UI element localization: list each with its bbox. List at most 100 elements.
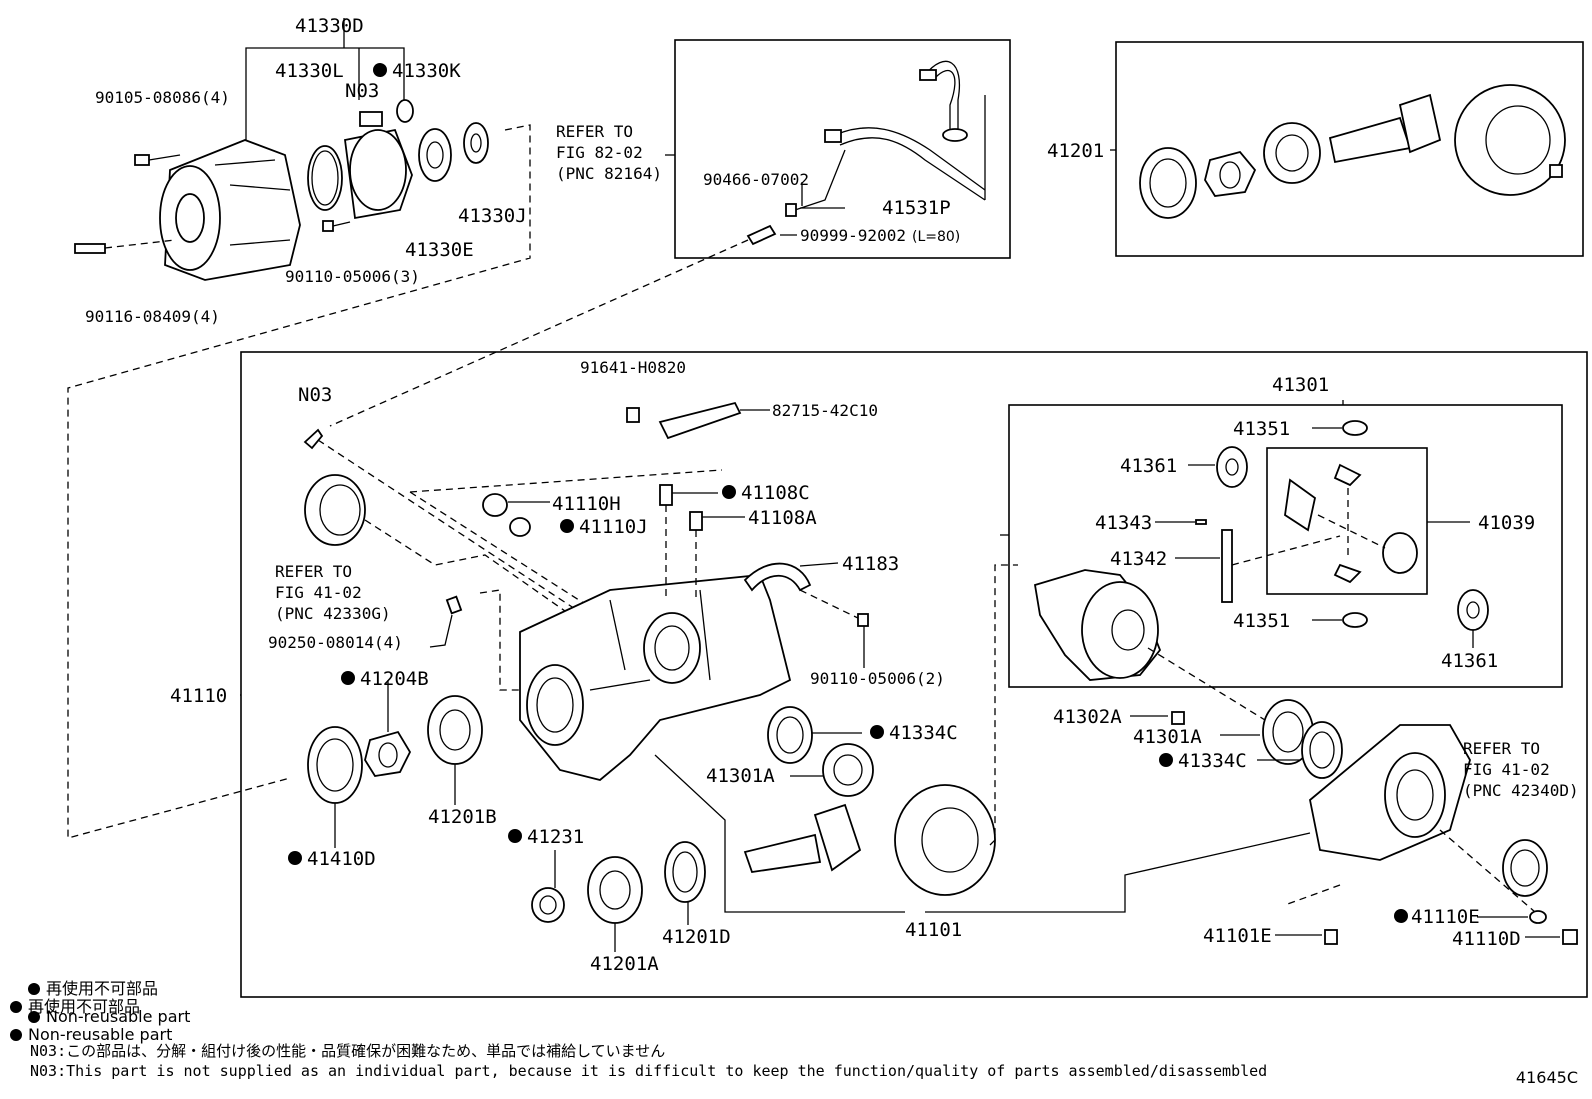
refer-82164-line1: REFER TO	[556, 122, 633, 141]
pinion-41201-frame	[1328, 93, 1442, 164]
differential-cover	[1309, 724, 1471, 861]
label-82715-42c10: 82715-42C10	[772, 401, 878, 420]
label-41301a-a: 41301A	[706, 765, 775, 787]
bolt-41201-frame	[1549, 164, 1563, 178]
label-41110j: 41110J	[579, 516, 648, 538]
bracket-82715	[658, 401, 742, 440]
nut-41201-frame	[1204, 150, 1257, 197]
legend-jp-1: 再使用不可部品	[28, 980, 158, 998]
label-41183: 41183	[842, 553, 899, 575]
ring-gear-41201-frame	[1454, 84, 1566, 196]
refer-42330g-line2: FIG 41-02	[275, 583, 362, 602]
o-ring-41330k	[396, 99, 414, 123]
seal-41330e	[418, 128, 452, 182]
bolt-90105	[134, 154, 181, 166]
stud-90116	[74, 239, 176, 254]
label-41410d: 41410D	[307, 848, 376, 870]
refer-42340d-line2: FIG 41-02	[1463, 760, 1550, 779]
bracket-41330d	[245, 47, 405, 140]
label-n03-b: N03	[298, 384, 332, 406]
dash-hose-to-n03	[329, 239, 749, 427]
label-41351-a: 41351	[1233, 418, 1290, 440]
bearing-41201a	[587, 856, 643, 924]
plug-41108c	[659, 484, 673, 506]
label-41334c-b: 41334C	[1178, 750, 1247, 772]
label-41101: 41101	[905, 919, 962, 941]
seal-41334c-b	[1301, 721, 1343, 779]
label-90105-08086: 90105-08086(4)	[95, 88, 230, 107]
label-90999-92002-length: (L=80)	[912, 229, 960, 245]
label-41351-b: 41351	[1233, 610, 1290, 632]
bearing-41201b	[427, 695, 483, 765]
label-41110d: 41110D	[1452, 928, 1521, 950]
label-90110-05006-2: 90110-05006(2)	[810, 669, 945, 688]
pinion-gears-41039	[1284, 463, 1418, 584]
label-90116-08409: 90116-08409(4)	[85, 307, 220, 326]
washer-41330j	[463, 122, 489, 164]
washer-41361a	[1216, 446, 1248, 488]
label-90466-07002: 90466-07002	[703, 170, 809, 189]
plug-41110h	[482, 493, 508, 517]
bolt-41302a	[1171, 711, 1185, 725]
label-41301: 41301	[1272, 374, 1329, 396]
legend-en-1: Non-reusable part	[28, 1008, 190, 1026]
ring-gear-41101	[894, 784, 996, 896]
label-41531p: 41531P	[882, 197, 951, 219]
refer-42340d-line3: (PNC 42340D)	[1463, 781, 1579, 800]
refer-82164-line2: FIG 82-02	[556, 143, 643, 162]
label-41361-b: 41361	[1441, 650, 1498, 672]
ring-pinion-frame	[1115, 41, 1584, 257]
differential-carrier-housing	[519, 574, 792, 781]
differential-case	[1033, 569, 1162, 681]
seal-41201-frame	[1139, 147, 1197, 219]
screw-91641	[626, 407, 640, 423]
refer-82164-line3: (PNC 82164)	[556, 164, 662, 183]
refer-42330g-line3: (PNC 42330G)	[275, 604, 391, 623]
label-90999-92002: 90999-92002	[800, 226, 906, 245]
label-41204b: 41204B	[360, 668, 429, 690]
plug-41108a	[689, 511, 703, 531]
label-41201b: 41201B	[428, 806, 497, 828]
pinion-gear-set-frame	[1266, 447, 1428, 595]
label-91641-h0820: 91641-H0820	[580, 358, 686, 377]
retainer-n03	[344, 111, 413, 220]
plate-41183	[743, 562, 812, 592]
plug-41110d	[1562, 929, 1578, 945]
note-n03-jp: N03:この部品は、分解・組付け後の性能・品質確保が困難なため、単品では補給して…	[30, 1042, 666, 1060]
bolt-90110-a	[322, 220, 351, 232]
legend-dot-icon	[28, 983, 40, 995]
hose-90999	[746, 224, 777, 246]
legend-dot-icon	[10, 1001, 22, 1013]
label-41101e: 41101E	[1203, 925, 1272, 947]
label-41110h: 41110H	[552, 493, 621, 515]
label-41330j: 41330J	[458, 205, 527, 227]
nut-41204b	[364, 730, 412, 777]
bolt-90110-b	[857, 613, 869, 627]
label-41361-a: 41361	[1120, 455, 1177, 477]
carrier-assembly-frame	[240, 351, 1588, 998]
label-n03-a: N03	[345, 80, 379, 102]
non-reusable-marker	[373, 63, 387, 77]
label-90250-08014: 90250-08014(4)	[268, 633, 403, 652]
oil-hose-frame	[674, 39, 1011, 259]
dash-shaft-path	[67, 124, 531, 839]
figure-id: 41645C	[1515, 1068, 1578, 1087]
refer-42340d-line1: REFER TO	[1463, 739, 1540, 758]
label-41330l: 41330L	[275, 60, 344, 82]
differential-case-frame	[1008, 404, 1563, 688]
label-41110e: 41110E	[1411, 906, 1480, 928]
drive-pinion-41101	[743, 803, 862, 873]
pin-41343	[1195, 519, 1207, 525]
legend-jp-2: 再使用不可部品	[10, 998, 140, 1016]
seal-refer-42340d	[1502, 839, 1548, 897]
washer-41351a	[1342, 420, 1368, 436]
washer-41351b	[1342, 612, 1368, 628]
label-41108c: 41108C	[741, 482, 810, 504]
seal-refer-42330g	[304, 474, 366, 546]
label-41330k: 41330K	[392, 60, 461, 82]
seal-41410d	[307, 726, 363, 804]
label-41330e: 41330E	[405, 239, 474, 261]
legend-dot-icon	[28, 1011, 40, 1023]
